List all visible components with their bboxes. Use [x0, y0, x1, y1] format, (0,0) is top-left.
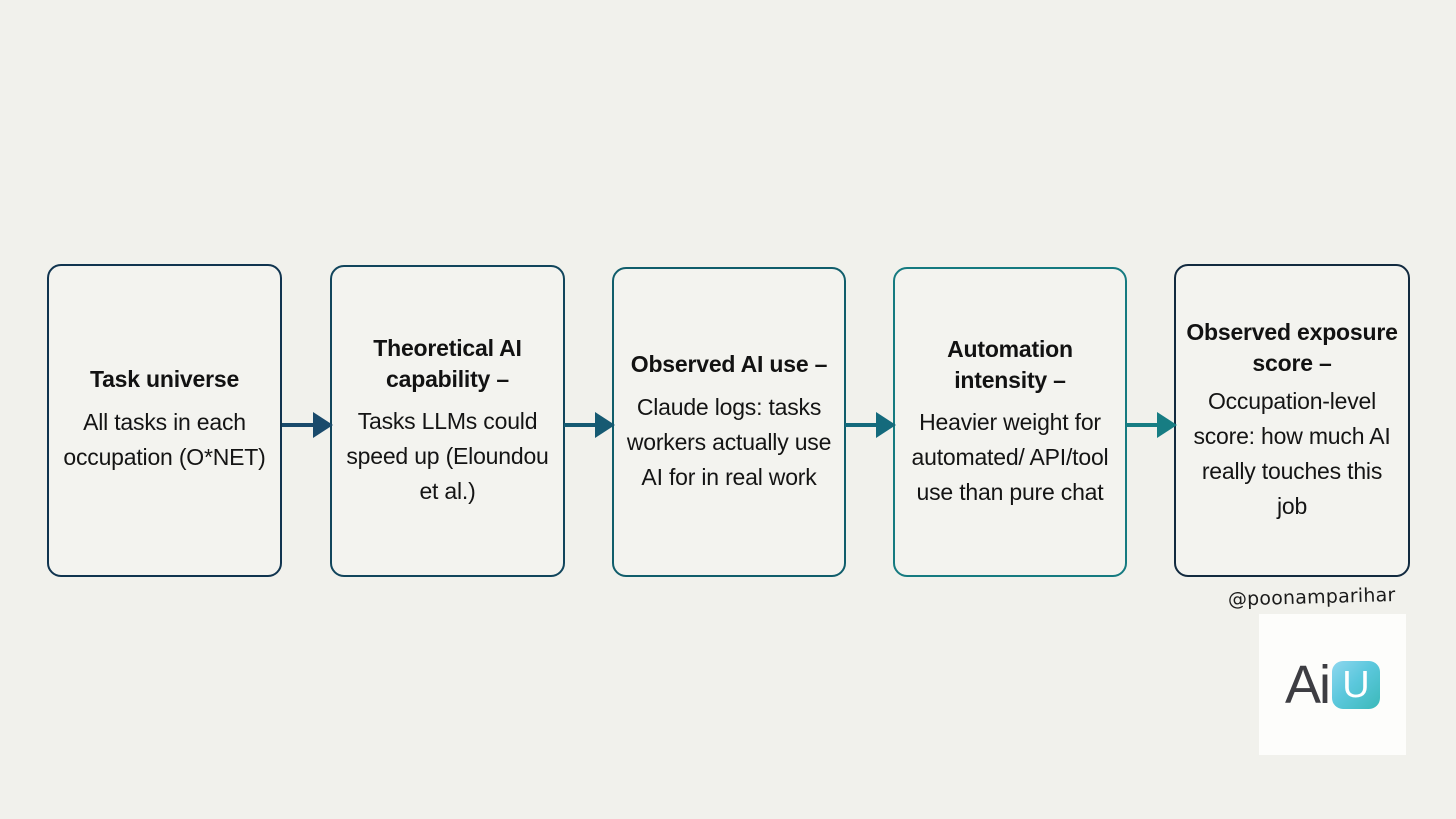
- arrow-right-icon: [282, 412, 333, 438]
- flow-step-description: Tasks LLMs could speed up (Eloundou et a…: [346, 408, 549, 505]
- flow-step-title: Observed AI use –: [630, 351, 828, 378]
- flow-step-description: Claude logs: tasks workers actually use …: [626, 393, 832, 490]
- flow-step-theoretical-ai-capability[interactable]: Theoretical AI capability – Tasks LLMs c…: [330, 265, 565, 577]
- flow-step-description: All tasks in each occupation (O*NET): [63, 409, 266, 471]
- flow-step-description: Occupation-level score: how much AI real…: [1193, 387, 1391, 519]
- flow-step-automation-intensity[interactable]: Automation intensity – Heavier weight fo…: [893, 267, 1127, 577]
- arrow-right-icon: [845, 412, 896, 438]
- flow-step-title: Observed exposure score –: [1186, 319, 1398, 376]
- logo-mark: Ai U: [1285, 658, 1380, 712]
- arrow-right-icon: [564, 412, 615, 438]
- flow-step-observed-exposure-score[interactable]: Observed exposure score – Occupation-lev…: [1174, 264, 1410, 577]
- arrow-right-icon: [1126, 412, 1177, 438]
- logo-u-tile: U: [1332, 660, 1380, 709]
- flow-step-title: Automation intensity –: [947, 335, 1073, 393]
- logo-u-text: U: [1342, 663, 1370, 706]
- flow-step-description: Heavier weight for automated/ API/tool u…: [911, 409, 1109, 506]
- logo-ai-text: Ai: [1284, 654, 1331, 715]
- flow-step-task-universe[interactable]: Task universe All tasks in each occupati…: [47, 264, 282, 577]
- flow-step-title: Task universe: [89, 365, 240, 392]
- flow-step-title: Theoretical AI capability –: [373, 334, 522, 392]
- aiu-logo: Ai U: [1259, 614, 1406, 755]
- flow-step-observed-ai-use[interactable]: Observed AI use – Claude logs: tasks wor…: [612, 267, 846, 577]
